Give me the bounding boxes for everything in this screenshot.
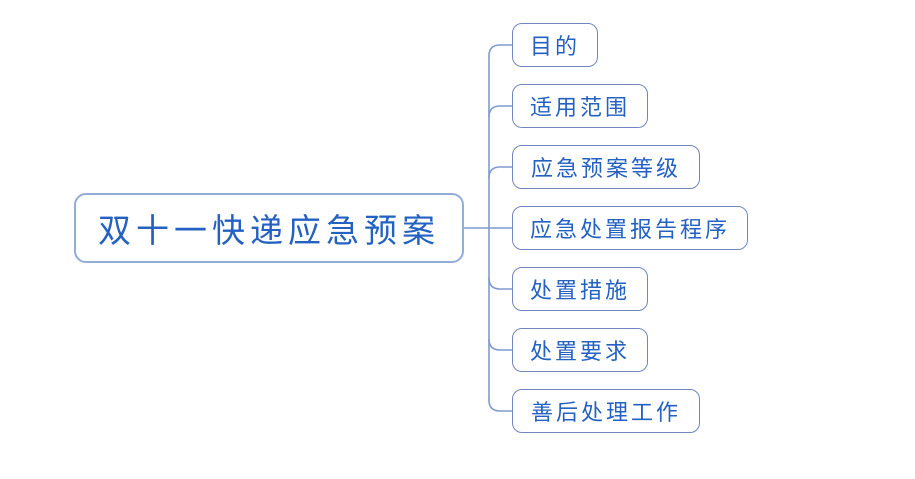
connector-branch-1 xyxy=(488,44,513,57)
node-label: 处置要求 xyxy=(529,340,630,365)
connector-branch-2 xyxy=(488,105,513,118)
connector-branch-3 xyxy=(488,166,513,179)
mindmap-node-scope[interactable]: 适用范围 xyxy=(512,84,648,128)
connector-branch-5 xyxy=(488,277,513,290)
root-node-label: 双十一快递应急预案 xyxy=(98,211,440,250)
node-label: 处置措施 xyxy=(529,279,630,304)
node-label: 适用范围 xyxy=(529,96,630,121)
node-label: 应急处置报告程序 xyxy=(529,218,730,243)
mindmap-node-requirements[interactable]: 处置要求 xyxy=(512,328,648,372)
node-label: 善后处理工作 xyxy=(530,401,681,426)
mindmap-node-measures[interactable]: 处置措施 xyxy=(512,267,648,311)
mindmap-node-plan-level[interactable]: 应急预案等级 xyxy=(512,145,700,189)
mindmap-node-report-procedure[interactable]: 应急处置报告程序 xyxy=(512,206,748,250)
node-label: 应急预案等级 xyxy=(530,157,681,182)
connector-branch-7 xyxy=(488,399,513,412)
connector-branch-6 xyxy=(488,338,513,351)
mindmap-node-aftermath[interactable]: 善后处理工作 xyxy=(512,389,700,433)
mindmap-node-purpose[interactable]: 目的 xyxy=(512,23,598,67)
node-label: 目的 xyxy=(529,35,580,60)
mindmap-root-node[interactable]: 双十一快递应急预案 xyxy=(74,193,464,263)
